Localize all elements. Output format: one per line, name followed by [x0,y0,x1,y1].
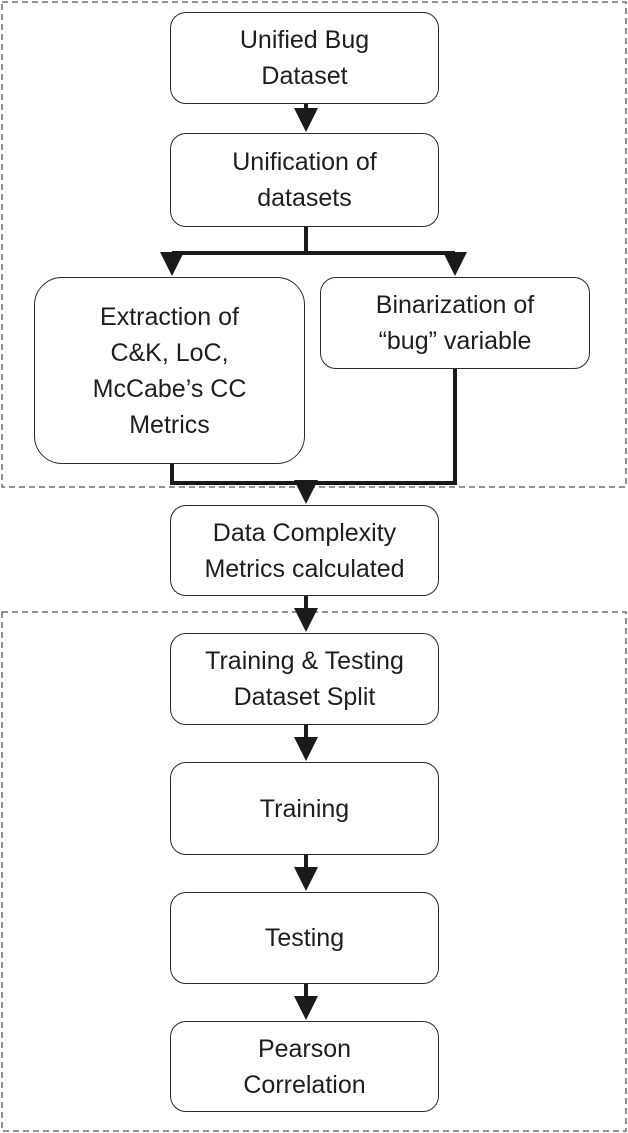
node-label: Testing [264,924,345,952]
node-unification-of-datasets: Unification of datasets [170,133,439,227]
node-label: Binarization of “bug” variable [375,291,535,355]
node-label: Pearson Correlation [243,1034,366,1099]
node-extraction-metrics: Extraction of C&K, LoC, McCabe’s CC Metr… [34,277,305,464]
node-testing: Testing [170,892,439,984]
node-label: Unified Bug Dataset [239,26,370,90]
node-label: Training [259,794,350,823]
node-label: Data Complexity Metrics calculated [204,518,405,583]
node-label: Extraction of C&K, LoC, McCabe’s CC Metr… [92,302,247,439]
node-data-complexity: Data Complexity Metrics calculated [170,505,439,596]
node-pearson-correlation: Pearson Correlation [170,1021,439,1112]
node-label: Training & Testing Dataset Split [205,647,404,711]
node-label: Unification of datasets [232,148,377,212]
node-training: Training [170,762,439,855]
node-unified-bug-dataset: Unified Bug Dataset [170,12,439,104]
node-dataset-split: Training & Testing Dataset Split [170,633,439,725]
node-binarization: Binarization of “bug” variable [320,277,590,369]
